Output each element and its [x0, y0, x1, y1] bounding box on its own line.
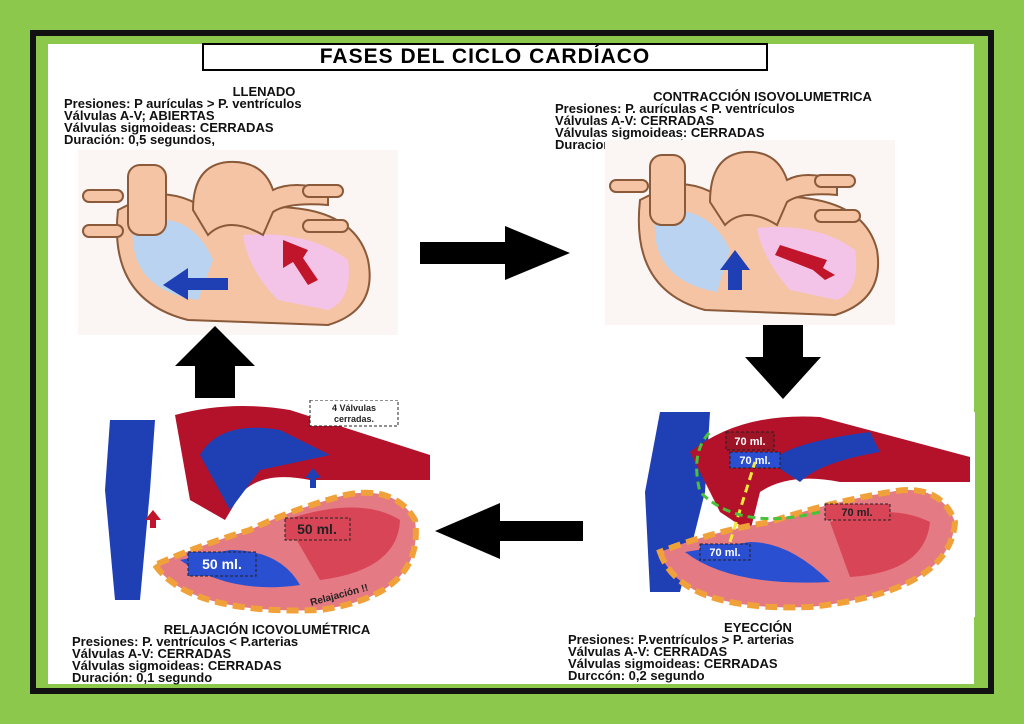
phase-line: Presiones: P. aurículas < P. ventrículos: [555, 101, 795, 116]
volume-box: [699, 543, 751, 561]
arrow-down-icon: [745, 325, 821, 399]
phase-llenado-text: LLENADO Presiones: P aurículas > P. vent…: [64, 84, 464, 147]
phase-line: Durccón: 0,2 segundo: [568, 668, 705, 683]
volume-label: 50 ml.: [202, 556, 242, 572]
heart-relajacion-illustration: 4 Válvulas cerradas. 50 ml. 50 ml. Relaj…: [80, 400, 440, 615]
phase-heading: RELAJACIÓN ICOVOLUMÉTRICA: [163, 622, 371, 637]
volume-box: [824, 503, 891, 521]
phase-line: Válvulas A-V: CERRADAS: [568, 644, 728, 659]
volume-label: 70 ml.: [734, 436, 765, 448]
phase-line: Presiones: P.ventrículos > P. arterias: [568, 632, 795, 647]
arrow-right-icon: [420, 226, 570, 280]
phase-relajacion-text: RELAJACIÓN ICOVOLUMÉTRICA Presiones: P. …: [72, 622, 462, 685]
phase-heading: LLENADO: [232, 84, 296, 99]
volume-label: 70 ml.: [841, 507, 872, 519]
phase-line: Válvulas sigmoideas: CERRADAS: [64, 120, 274, 135]
phase-line: Válvulas sigmoideas: CERRADAS: [555, 125, 765, 140]
phase-heading: EYECCIÓN: [724, 620, 792, 635]
phase-line: Presiones: P. ventrículos < P.arterias: [72, 634, 299, 649]
volume-label: 50 ml.: [297, 521, 337, 537]
valves-closed-label: 4 Válvulas: [332, 403, 376, 413]
heart-eyeccion-illustration: 70 ml. 70 ml. 70 ml. 70 ml.: [590, 412, 975, 617]
volume-label: 70 ml.: [709, 547, 740, 559]
heart-llenado-illustration: [78, 150, 398, 335]
phase-line: Válvulas sigmoideas: CERRADAS: [568, 656, 778, 671]
phase-line: Válvulas A-V; ABIERTAS: [64, 108, 215, 123]
arrow-left-icon: [435, 503, 583, 559]
phase-line: Duración: 0,1 segundo: [72, 670, 213, 685]
arrow-up-icon: [175, 326, 255, 398]
phase-line: Presiones: P aurículas > P. ventrículos: [64, 96, 302, 111]
phase-line: Válvulas A-V: CERRADAS: [555, 113, 715, 128]
heart-contraccion-illustration: [605, 140, 895, 325]
volume-box: [729, 451, 781, 469]
phase-line: Duración: 0,5 segundos,: [64, 132, 215, 147]
valves-closed-label: cerradas.: [334, 414, 374, 424]
valves-closed-box: [309, 400, 399, 427]
phase-line: Válvulas A-V: CERRADAS: [72, 646, 232, 661]
volume-box: [187, 551, 257, 577]
page-title: FASES DEL CICLO CARDÍACO: [202, 43, 768, 71]
phase-line: Válvulas sigmoideas: CERRADAS: [72, 658, 282, 673]
phase-eyeccion-text: EYECCIÓN Presiones: P.ventrículos > P. a…: [568, 620, 948, 683]
volume-box: [284, 517, 351, 541]
volume-label: 70 ml.: [739, 455, 770, 467]
phase-heading: CONTRACCIÓN ISOVOLUMETRICA: [653, 89, 872, 104]
volume-box: [725, 431, 775, 451]
